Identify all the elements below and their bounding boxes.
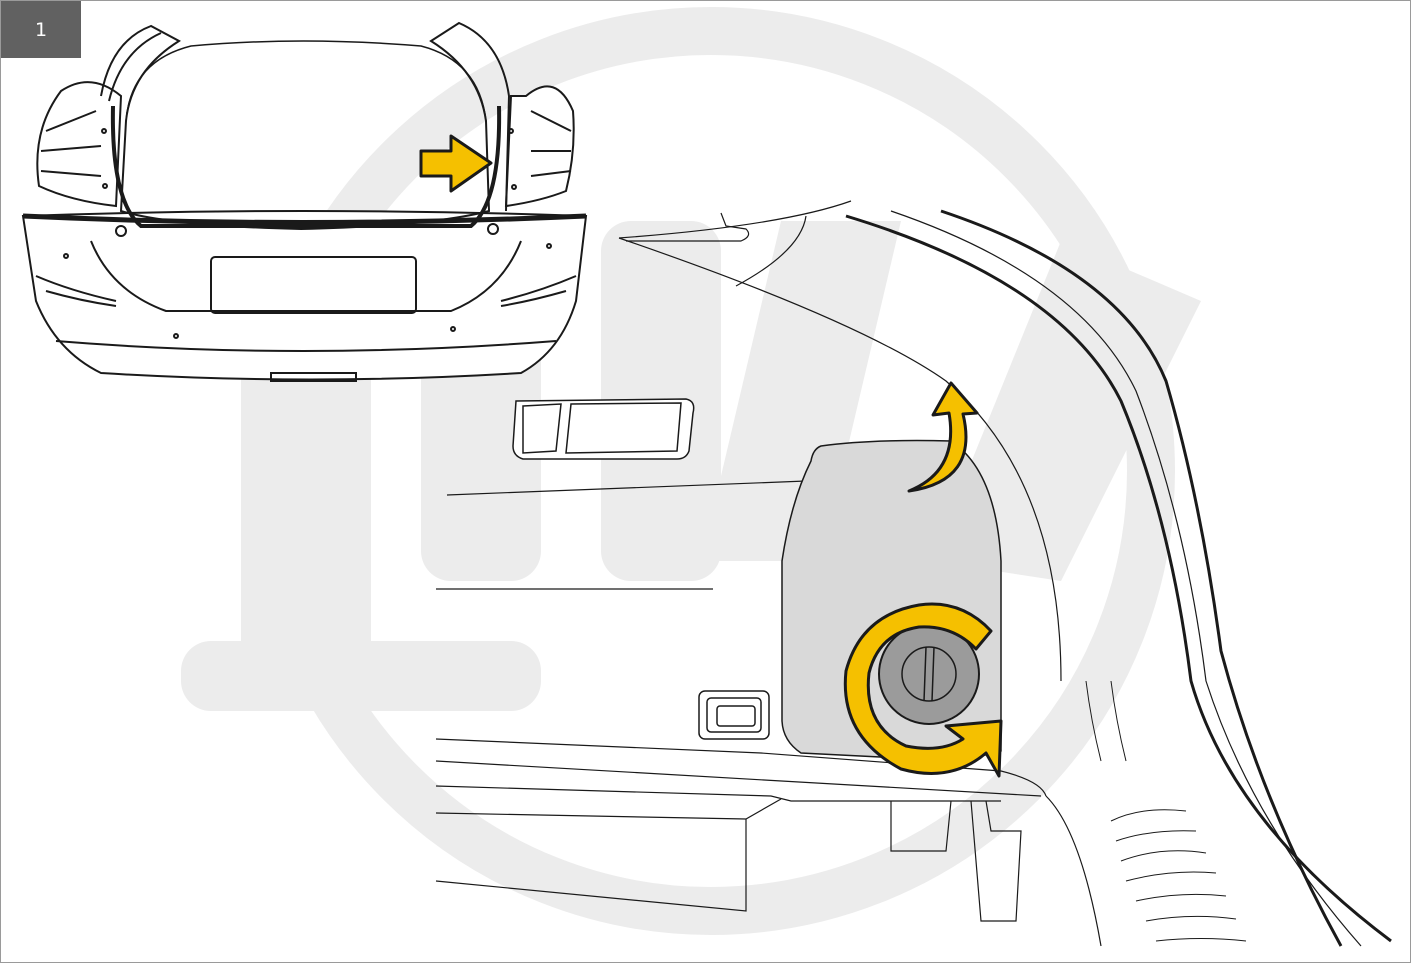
- watermark-logo: [181, 7, 1201, 935]
- car-rear-icon: [21, 21, 588, 382]
- access-panel-cover: [781, 439, 1002, 759]
- arrow-right-icon: [419, 134, 493, 193]
- step-number: 1: [34, 18, 48, 41]
- rotate-clockwise-icon: [843, 602, 1003, 778]
- trunk-latch: [698, 690, 770, 740]
- step-number-badge: 1: [1, 1, 81, 58]
- arrow-up-curved-icon: [907, 381, 979, 493]
- trunk-handle-recess: [512, 398, 695, 460]
- trunk-interior: [435, 200, 1392, 947]
